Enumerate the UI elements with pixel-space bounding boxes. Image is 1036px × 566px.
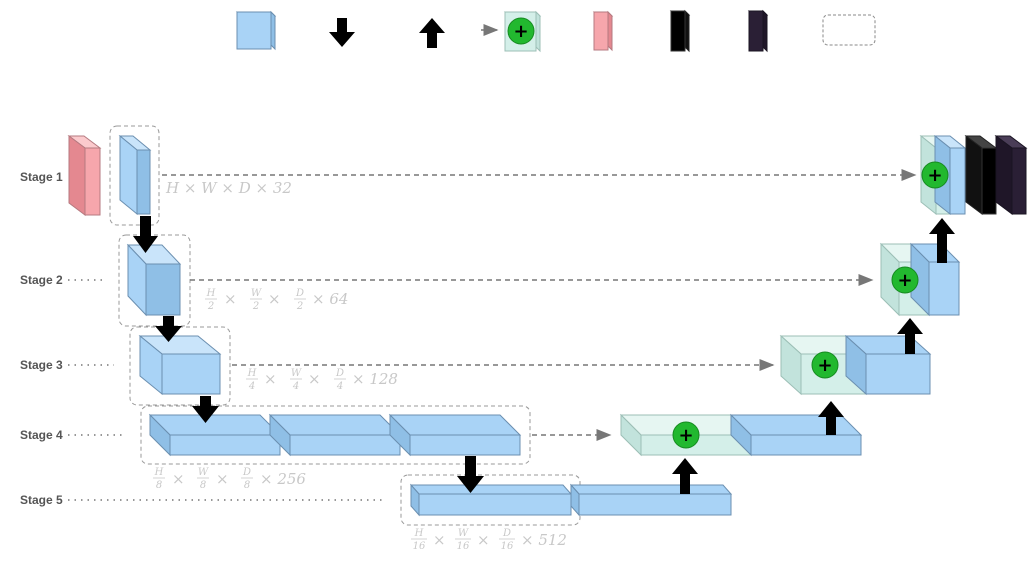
svg-text:16: 16: [501, 541, 514, 552]
svg-text:×: ×: [268, 290, 281, 308]
dimension-labels: H × W × D × 32 H 2 × W 2 × D 2 × 64 H 4 …: [153, 179, 567, 552]
stage-5-dims: H 16 × W 16 × D 16 × 512: [411, 528, 567, 552]
svg-text:+: +: [897, 270, 912, 291]
stage-3-dims: H 4 × W 4 × D 4 × 128: [246, 368, 398, 392]
decoder-stage-4-block: [729, 413, 863, 457]
svg-text:× 128: × 128: [352, 370, 398, 388]
svg-text:2: 2: [252, 301, 259, 312]
svg-text:16: 16: [413, 541, 426, 552]
up-arrow-icon: [419, 18, 445, 48]
encoder: [67, 125, 581, 526]
svg-text:D: D: [242, 467, 251, 478]
skip-add-icon: +: [481, 10, 542, 53]
black-block-icon: [669, 9, 691, 53]
dark-purple-block-icon: [747, 9, 769, 53]
svg-text:4: 4: [292, 381, 299, 392]
svg-text:×: ×: [477, 531, 490, 549]
add-circle-stage-2: +: [891, 266, 919, 294]
svg-text:× 256: × 256: [260, 470, 306, 488]
pink-block-icon: [592, 10, 614, 52]
svg-text:8: 8: [156, 480, 162, 491]
down-arrow-icon: [329, 18, 355, 47]
decoder-stage-1-block: [933, 134, 967, 216]
decoder-stage-5-block: [569, 483, 733, 517]
add-circle-stage-1: +: [921, 161, 949, 189]
stage-2-block: [126, 243, 182, 317]
stage-4-dims: H 8 × W 8 × D 8 × 256: [153, 467, 306, 491]
svg-text:W: W: [198, 467, 209, 478]
stage-1-block: [118, 134, 152, 216]
svg-text:H: H: [247, 368, 257, 379]
up-arrow-icon: [818, 401, 844, 435]
stage-1-group: [109, 125, 160, 226]
stage-5-group: [400, 474, 581, 526]
down-arrow-icon: [192, 396, 219, 423]
stage-1-dims: H × W × D × 32: [165, 179, 292, 197]
svg-text:+: +: [927, 165, 942, 186]
down-arrow-icon: [133, 216, 158, 253]
svg-text:8: 8: [244, 480, 250, 491]
svg-text:×: ×: [264, 370, 277, 388]
decoder-stage-3-block: [844, 334, 932, 396]
add-operations: + + + +: [672, 161, 949, 449]
stage-labels: Stage 1 Stage 2 Stage 3 Stage 4 Stage 5: [20, 170, 384, 507]
stage-4-block-1: [148, 413, 282, 457]
stage-1-label: Stage 1: [20, 170, 63, 184]
stage-3-block: [138, 334, 222, 396]
stage-4-label: Stage 4: [20, 428, 63, 442]
downsample-arrows: [133, 216, 484, 493]
stage-2-label: Stage 2: [20, 273, 63, 287]
svg-text:16: 16: [457, 541, 470, 552]
svg-text:4: 4: [248, 381, 255, 392]
up-arrow-icon: [897, 318, 923, 354]
up-arrow-icon: [929, 218, 955, 263]
svg-text:D: D: [295, 288, 304, 299]
upsample-arrows: [672, 218, 955, 494]
svg-text:W: W: [251, 288, 262, 299]
svg-text:+: +: [678, 425, 693, 446]
svg-text:×: ×: [224, 290, 237, 308]
plus-symbol: +: [513, 21, 528, 42]
svg-text:H: H: [206, 288, 216, 299]
svg-text:×: ×: [172, 470, 185, 488]
stage-5-block: [409, 483, 573, 517]
stage-3-label: Stage 3: [20, 358, 63, 372]
stage-2-dims: H 2 × W 2 × D 2 × 64: [205, 288, 348, 312]
dashed-box-icon: [822, 14, 876, 46]
up-arrow-icon: [672, 458, 698, 494]
skip-connections: [162, 169, 917, 441]
svg-text:×: ×: [308, 370, 321, 388]
stage-4-group: [140, 405, 531, 465]
svg-text:8: 8: [200, 480, 206, 491]
svg-text:W: W: [458, 528, 469, 539]
legend: +: [235, 9, 876, 53]
svg-text:W: W: [291, 368, 302, 379]
decoder-stage-2-block: [909, 242, 961, 317]
output-block: [964, 135, 998, 215]
stage-4-block-3: [388, 413, 522, 457]
svg-text:× 512: × 512: [521, 531, 567, 549]
svg-text:× 64: × 64: [312, 290, 348, 308]
svg-text:D: D: [502, 528, 511, 539]
add-circle-stage-3: +: [811, 351, 839, 379]
blue-cube-icon: [235, 10, 277, 51]
input-block: [67, 135, 102, 216]
down-arrow-icon: [457, 456, 484, 493]
stage-5-label: Stage 5: [20, 493, 63, 507]
svg-text:×: ×: [433, 531, 446, 549]
down-arrow-icon: [155, 316, 182, 342]
svg-text:H: H: [154, 467, 164, 478]
svg-text:2: 2: [296, 301, 303, 312]
stage-4-block-2: [268, 413, 402, 457]
svg-text:D: D: [335, 368, 344, 379]
decoder: [569, 134, 1028, 517]
svg-text:4: 4: [336, 381, 343, 392]
svg-text:×: ×: [216, 470, 229, 488]
svg-text:2: 2: [207, 301, 214, 312]
svg-text:+: +: [817, 355, 832, 376]
final-block: [994, 135, 1028, 215]
svg-text:H: H: [414, 528, 424, 539]
add-circle-stage-4: +: [672, 421, 700, 449]
